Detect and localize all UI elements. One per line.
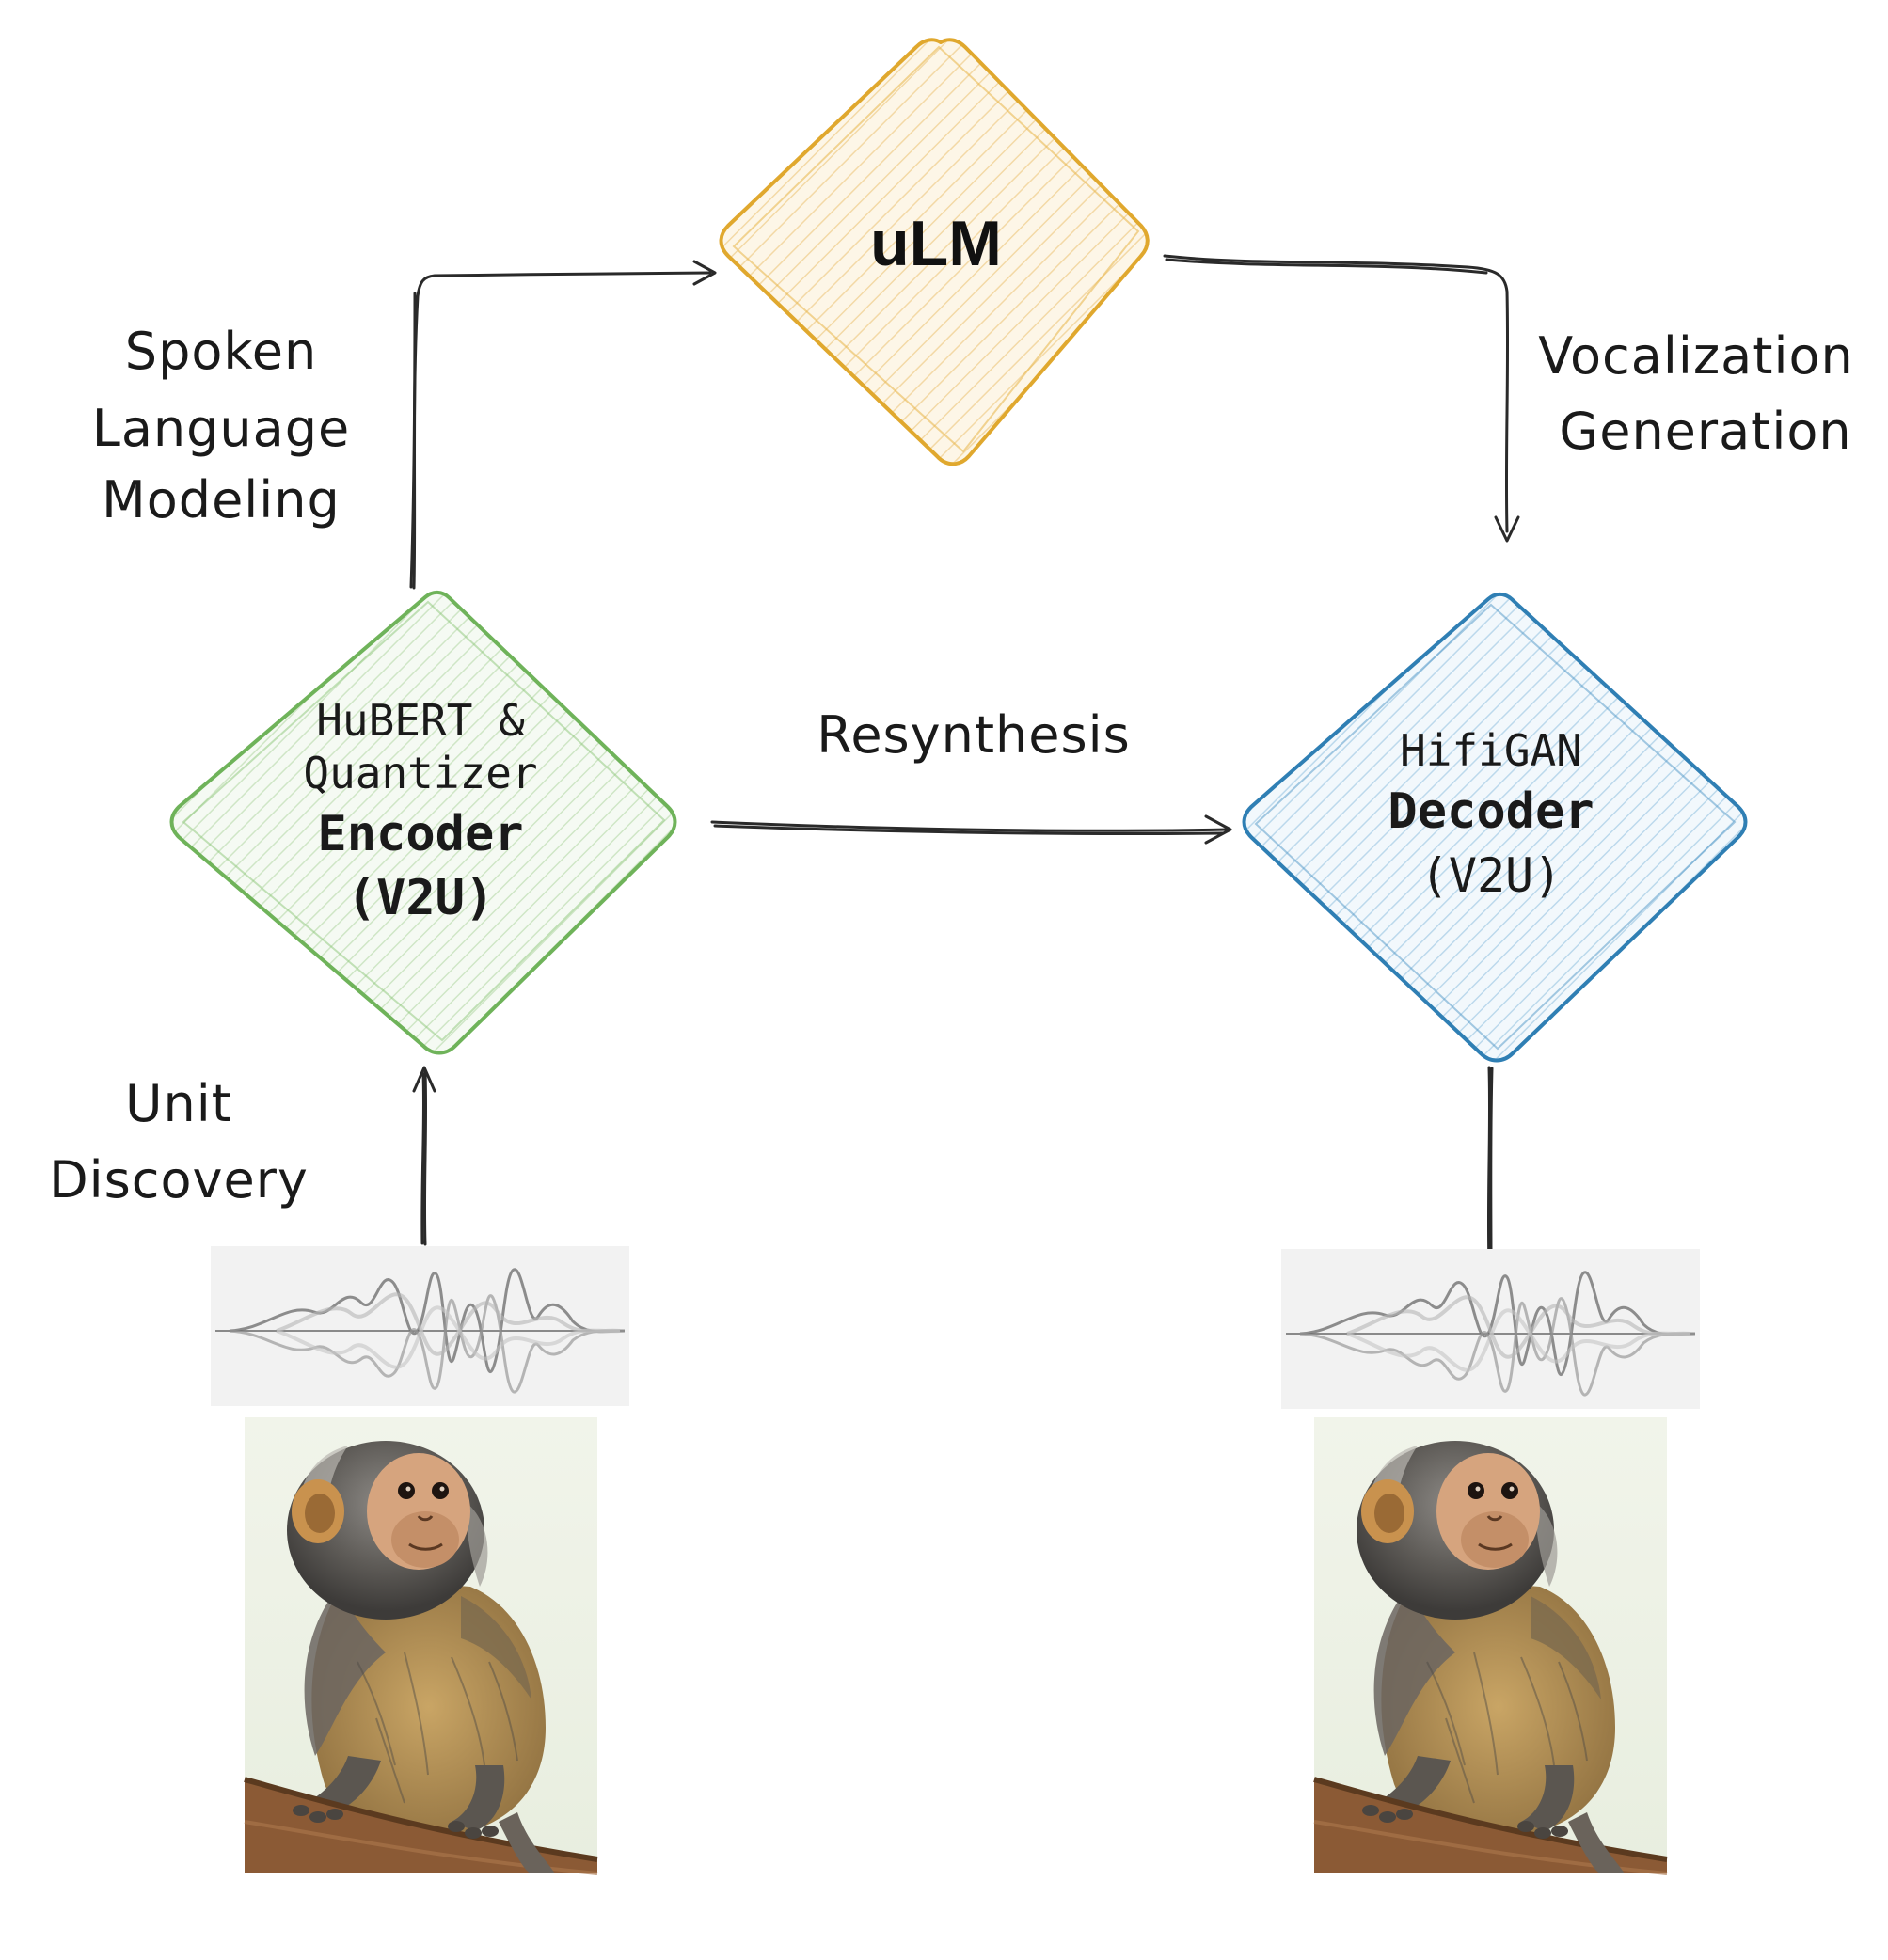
input-waveform-icon <box>209 1244 631 1408</box>
decoder-node[interactable]: HifiGAN Decoder (V2U) <box>1242 592 1748 1063</box>
ulm-label: uLM <box>870 208 1002 279</box>
encoder-node[interactable]: HuBERT & Quantizer Encoder (V2U) <box>169 590 677 1055</box>
arrow-resynthesis <box>710 814 1232 845</box>
arrow-decoder-to-output <box>1477 1066 1503 1274</box>
label-language: Language <box>92 399 351 458</box>
output-marmoset-image <box>1314 1417 1667 1873</box>
arrow-unit-discovery <box>412 1066 436 1246</box>
label-spoken-language-modeling: Spoken Language Modeling <box>92 322 351 530</box>
label-modeling: Modeling <box>102 470 341 530</box>
encoder-line1: HuBERT & <box>316 695 525 746</box>
decoder-line1: HifiGAN <box>1400 725 1582 776</box>
encoder-line3: Encoder <box>317 806 523 862</box>
label-discovery: Discovery <box>49 1150 309 1209</box>
label-vocalization: Vocalization <box>1538 326 1853 386</box>
label-unit-discovery: Unit Discovery <box>49 1074 309 1209</box>
arrow-encoder-to-ulm <box>409 260 717 590</box>
ulm-node[interactable]: uLM <box>719 38 1150 466</box>
input-marmoset-image <box>245 1417 597 1873</box>
label-vocalization-generation: Vocalization Generation <box>1538 326 1853 461</box>
arrow-ulm-to-decoder <box>1163 254 1520 543</box>
encoder-line2: Quantizer <box>303 748 537 798</box>
label-resynthesis: Resynthesis <box>817 705 1131 765</box>
decoder-line3: (V2U) <box>1420 848 1563 903</box>
label-spoken: Spoken <box>125 322 317 381</box>
output-waveform-icon <box>1279 1247 1702 1411</box>
encoder-line4: (V2U) <box>347 870 495 926</box>
label-generation: Generation <box>1559 402 1851 461</box>
label-unit: Unit <box>125 1074 232 1133</box>
decoder-line2: Decoder <box>1388 783 1594 840</box>
